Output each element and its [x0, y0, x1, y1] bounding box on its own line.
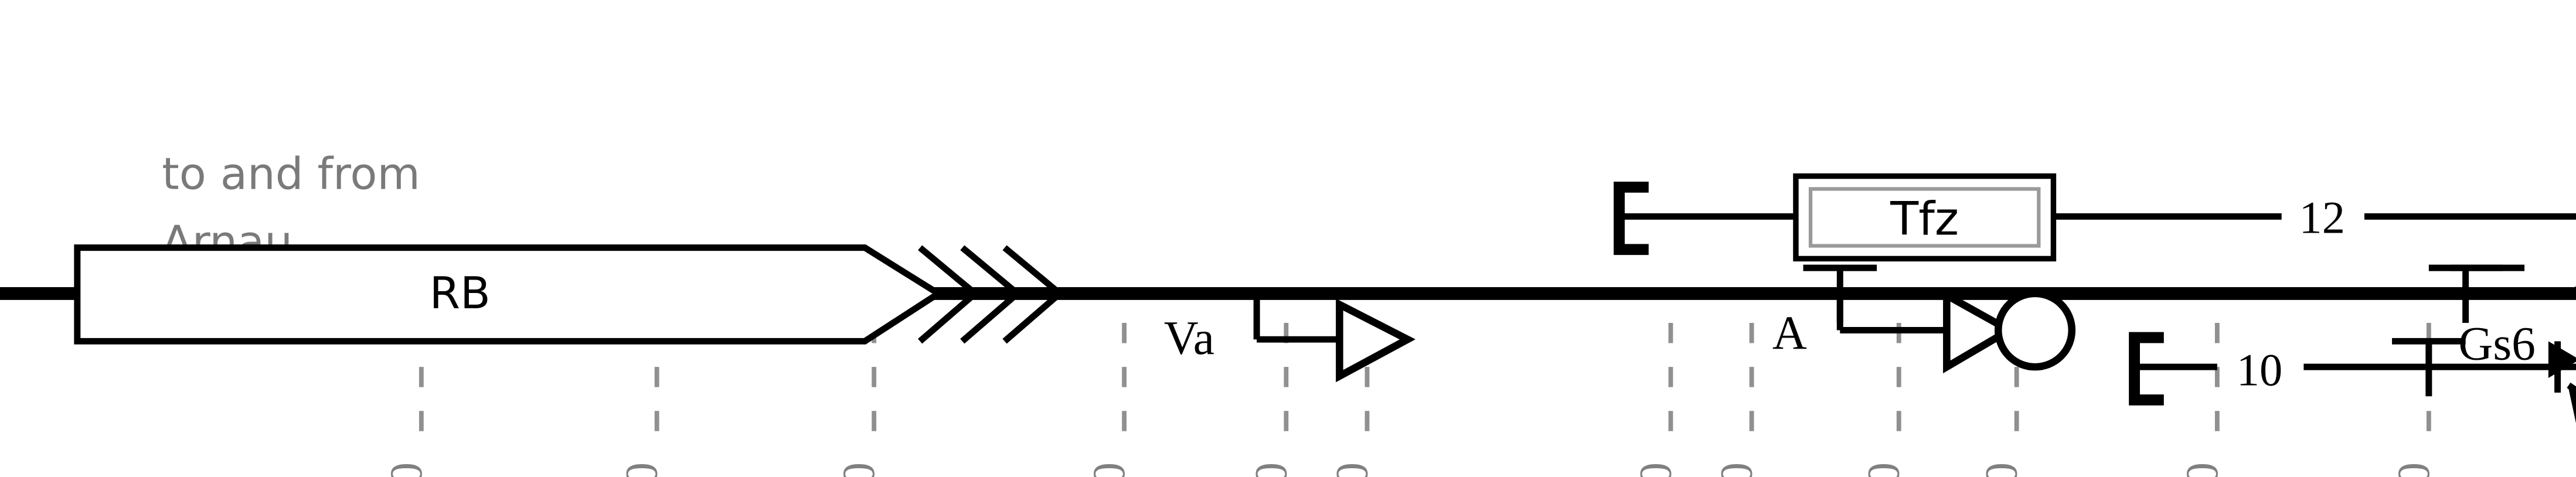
marker-t10-a [2392, 338, 2466, 397]
track-number-10: 10 [2237, 345, 2282, 396]
track-12-stub [1614, 181, 2576, 255]
building-tfz: Tfz [1793, 173, 2057, 262]
track-number-12: 12 [2299, 192, 2345, 243]
km-label: 9.000 [1629, 462, 1680, 477]
km-label: 8.600 [1083, 462, 1134, 477]
derailer-gs6[interactable]: Gs6 [2458, 317, 2576, 441]
building-tfz-label: Tfz [1890, 193, 1959, 246]
signal-a-label: A [1772, 306, 1807, 359]
vehicle-rb: RB [74, 244, 1065, 345]
left-endpoint-line1: to and from [162, 148, 420, 200]
signal-va[interactable]: Va [1164, 293, 1416, 383]
signal-va-label: Va [1164, 311, 1214, 364]
vehicle-rb-label: RB [430, 267, 491, 319]
km-guide-lines [418, 323, 2431, 446]
derailer-gs6-label: Gs6 [2458, 317, 2536, 370]
km-label: 9.500 [2176, 462, 2227, 477]
km-marker-labels: 7.200 8.200 8.400 8.600 8.700 8.750 9.00… [380, 462, 2439, 477]
km-label: 9.300 [1976, 462, 2027, 477]
km-label: 8.400 [833, 462, 884, 477]
signal-a[interactable]: A [1772, 289, 2076, 374]
km-label: 9.200 [1858, 462, 1909, 477]
km-label: 10.500 [2388, 462, 2439, 477]
km-label: 8.700 [1245, 462, 1296, 477]
km-label: 9.100 [1711, 462, 1762, 477]
km-label: 8.200 [616, 462, 667, 477]
switch-frogs [2548, 286, 2576, 299]
km-label: 7.200 [380, 462, 431, 477]
km-label: 8.750 [1326, 462, 1377, 477]
